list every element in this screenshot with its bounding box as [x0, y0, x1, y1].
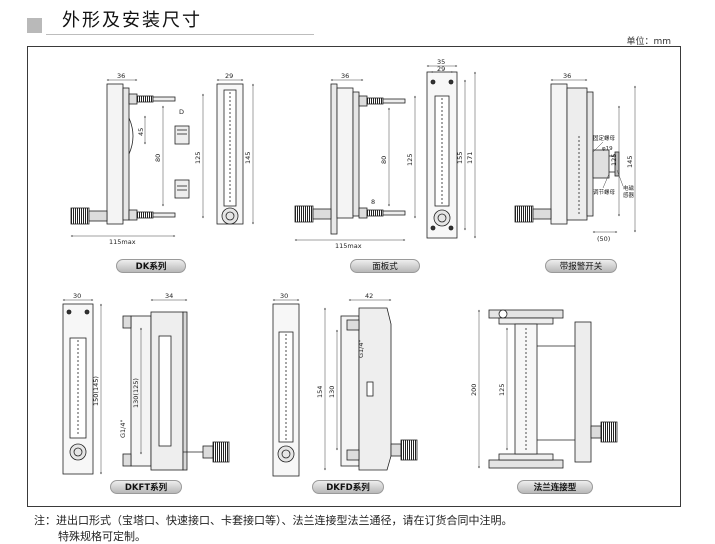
- panel-dimensions: [294, 65, 476, 241]
- flange-drawing: [488, 309, 618, 469]
- caption-flange: 法兰连接型: [517, 480, 593, 494]
- alarm-label-sensor-2: 感器: [623, 191, 635, 199]
- dkft-dim-130: 130(125): [132, 378, 140, 408]
- technical-drawings: 36 29 115max 80 125 145 45 D: [62, 58, 636, 477]
- dkfd-drawing: [272, 303, 418, 477]
- alarm-dim-125: 125: [610, 154, 618, 166]
- alarm-dim-50: (50): [597, 235, 610, 243]
- alarm-label-fix-nut: 固定螺母: [593, 134, 616, 142]
- dkft-dim-thread: G1/4": [119, 420, 127, 439]
- dkft-dimensions: [62, 299, 188, 475]
- dk-series-drawing: [70, 83, 244, 225]
- dk-dim-80: 80: [154, 154, 162, 162]
- flange-dim-125: 125: [498, 384, 506, 396]
- dk-dim-d: D: [179, 108, 184, 116]
- caption-alarm: 带报警开关: [545, 259, 617, 273]
- page-title: 外形及安装尺寸: [62, 10, 202, 31]
- dkft-drawing: [62, 303, 230, 475]
- panel-dim-35: 35: [437, 58, 445, 66]
- caption-panel: 面板式: [350, 259, 420, 273]
- header-square-icon: [27, 18, 42, 33]
- panel-dim-29: 29: [437, 65, 445, 73]
- dkft-dim-30: 30: [73, 292, 81, 300]
- dk-dim-115: 115max: [109, 238, 136, 246]
- unit-label: 单位：mm: [626, 37, 671, 47]
- alarm-label-sensor-1: 电磁: [623, 184, 635, 192]
- dkfd-dim-30: 30: [280, 292, 288, 300]
- header-divider: [46, 34, 314, 35]
- dkfd-dimensions: [272, 299, 392, 471]
- panel-dim-80: 80: [380, 156, 388, 164]
- panel-dim-125: 125: [406, 154, 414, 166]
- dk-dim-125: 125: [194, 152, 202, 164]
- flange-dim-200: 200: [470, 384, 478, 396]
- dkfd-dim-42: 42: [365, 292, 373, 300]
- caption-dkft-series: DKFT系列: [110, 480, 182, 494]
- panel-dim-8: 8: [371, 198, 375, 206]
- caption-dk-series: DK系列: [116, 259, 186, 273]
- panel-dim-155: 155: [456, 152, 464, 164]
- panel-dim-36: 36: [341, 72, 349, 80]
- dk-dim-29: 29: [225, 72, 233, 80]
- panel-dim-171: 171: [466, 152, 474, 164]
- alarm-dim-36: 36: [563, 72, 571, 80]
- note-line-1: 注：进出口形式（宝塔口、快速接口、卡套接口等）、法兰连接型法兰通径，请在订货合同…: [34, 514, 513, 527]
- dkfd-dim-154: 154: [316, 386, 324, 398]
- panel-drawing: [294, 71, 458, 239]
- dk-dim-36: 36: [117, 72, 125, 80]
- alarm-label-phi19: φ19: [602, 146, 613, 152]
- dkfd-dim-130: 130: [328, 386, 336, 398]
- dk-series-dimensions: [70, 79, 254, 237]
- alarm-drawing: [514, 83, 620, 225]
- caption-dkfd-series: DKFD系列: [312, 480, 384, 494]
- alarm-dim-145: 145: [626, 156, 634, 168]
- drawing-frame: [27, 46, 681, 507]
- dkfd-dim-thread: G1/4": [357, 340, 365, 359]
- dk-dim-45: 45: [137, 128, 145, 136]
- alarm-dimensions: [550, 79, 636, 233]
- dkft-dim-150: 150(145): [92, 376, 100, 406]
- panel-dim-115: 115max: [335, 242, 362, 250]
- alarm-label-adj-nut: 调节螺母: [593, 188, 616, 196]
- dkft-dim-34: 34: [165, 292, 173, 300]
- flange-dimensions: [478, 309, 508, 469]
- note-line-2: 特殊规格可定制。: [58, 530, 146, 543]
- dk-dim-145: 145: [244, 152, 252, 164]
